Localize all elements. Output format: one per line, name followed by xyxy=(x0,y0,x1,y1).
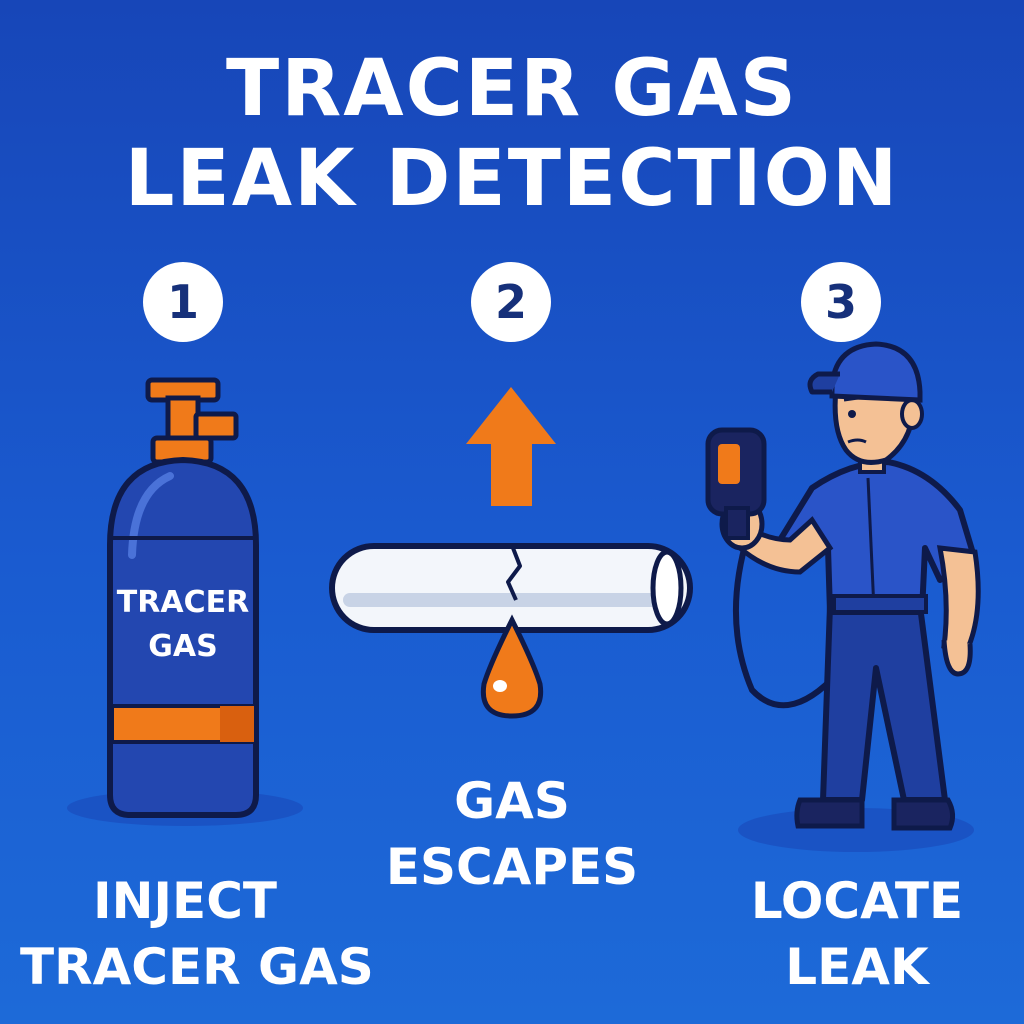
step-1-caption-line-2: TRACER GAS xyxy=(20,938,374,996)
step-2-caption-line-1: GAS xyxy=(454,772,570,830)
step-3-caption: LOCATE LEAK xyxy=(712,868,1002,1000)
step-3-caption-line-1: LOCATE xyxy=(750,872,964,930)
title-line-2: LEAK DETECTION xyxy=(124,134,900,224)
page-title: TRACER GAS LEAK DETECTION xyxy=(0,44,1024,224)
arrow-up-icon xyxy=(466,387,556,506)
step-3-caption-line-2: LEAK xyxy=(785,938,929,996)
gas-cylinder-icon: TRACER GAS xyxy=(67,377,303,826)
tank-label-line-1: TRACER xyxy=(117,585,249,620)
step-2-badge: 2 xyxy=(471,262,551,342)
step-2-caption: GAS ESCAPES xyxy=(362,768,662,900)
step-1-badge: 1 xyxy=(143,262,223,342)
leaking-pipe-icon xyxy=(329,387,693,719)
tank-label-line-2: GAS xyxy=(148,629,217,664)
step-3-badge: 3 xyxy=(801,262,881,342)
title-line-1: TRACER GAS xyxy=(226,44,798,134)
step-2-caption-line-2: ESCAPES xyxy=(385,838,639,896)
step-1-caption: INJECT TRACER GAS xyxy=(20,868,374,1000)
technician-with-detector-icon xyxy=(705,341,981,852)
step-1-caption-line-1: INJECT xyxy=(92,872,277,930)
